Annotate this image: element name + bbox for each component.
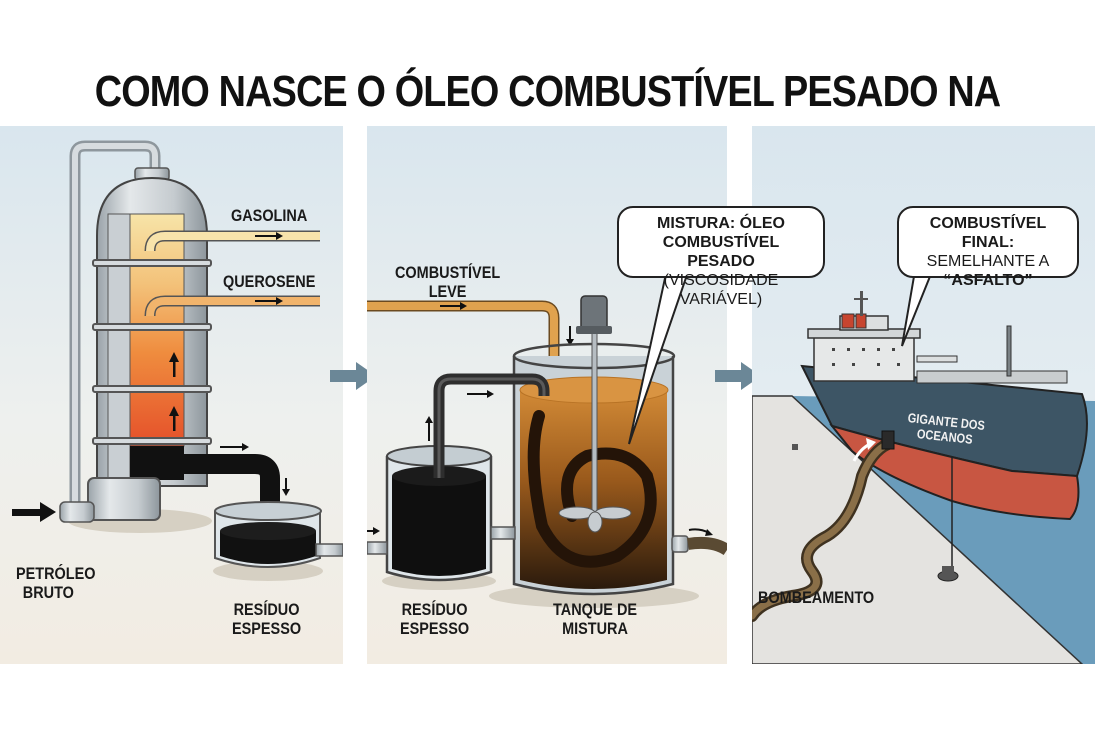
- ship-scene: [752, 126, 1095, 664]
- label-crude-oil: PETRÓLEO BRUTO: [16, 564, 96, 602]
- label-thick-residue-2: RESÍDUO ESPESSO: [400, 600, 470, 638]
- column-residue: [130, 446, 184, 480]
- label-light-fuel: COMBUSTÍVEL LEVE: [395, 263, 501, 301]
- panel-ship-bunkering: GIGANTE DOS OCEANOS BOMBEAMENTO COMBUSTÍ…: [752, 126, 1095, 664]
- distillation-scene: [0, 126, 343, 664]
- residue-pipe: [184, 454, 280, 531]
- rising-vapor-arrows: [169, 352, 179, 431]
- tank-outlet: [671, 535, 689, 553]
- ship-mast: [1006, 325, 1012, 377]
- mixer-shaft: [591, 325, 598, 527]
- flow-arrow-1: [330, 362, 376, 390]
- quay: [752, 395, 1084, 664]
- panel-distillation: GASOLINA QUEROSENE PETRÓLEO BRUTO RESÍDU…: [0, 126, 343, 664]
- speech-bubble-final-fuel: COMBUSTÍVEL FINAL: SEMELHANTE A “ASFALTO…: [897, 206, 1079, 289]
- label-pumping: BOMBEAMENTO: [758, 588, 875, 607]
- mixer-motor: [580, 295, 608, 331]
- ship-superstructure: [813, 335, 915, 382]
- flow-arrow-2: [715, 362, 761, 390]
- label-mixing-tank: TANQUE DE MISTURA: [553, 600, 638, 638]
- crude-inlet: [59, 501, 95, 523]
- speech-bubble-mixture: MISTURA: ÓLEO COMBUSTÍVEL PESADO (VISCOS…: [617, 206, 825, 308]
- panel-blending: COMBUSTÍVEL LEVE RESÍDUO ESPESSO TANQUE …: [367, 126, 825, 664]
- mixer-propeller: [558, 506, 632, 533]
- label-kerosene: QUEROSENE: [223, 272, 316, 291]
- crude-input-arrow: [12, 502, 56, 522]
- label-thick-residue: RESÍDUO ESPESSO: [232, 600, 302, 638]
- residue-swirl: [527, 410, 657, 568]
- label-gasoline: GASOLINA: [231, 206, 308, 225]
